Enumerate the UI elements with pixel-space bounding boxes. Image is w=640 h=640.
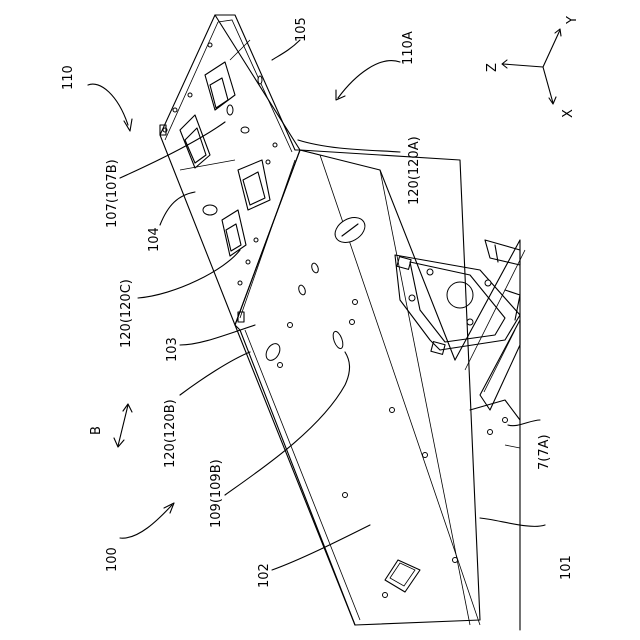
label-102: 102: [257, 563, 272, 588]
leader-120b: [180, 352, 250, 395]
leader-105: [272, 40, 300, 60]
axis-label-y: Y: [565, 16, 580, 25]
leader-102: [272, 525, 370, 570]
label-120c: 120(120C): [119, 279, 134, 348]
label-b: B: [89, 426, 104, 435]
bracket-assembly-7a: [395, 240, 520, 435]
label-103: 103: [165, 337, 180, 362]
leader-101: [480, 518, 545, 526]
label-120b: 120(120B): [163, 399, 178, 468]
leader-103: [180, 325, 255, 345]
label-110a: 110A: [401, 31, 416, 65]
leader-7a: [508, 420, 540, 426]
label-101: 101: [559, 555, 574, 580]
label-120a: 120(120A): [407, 136, 422, 205]
frame-beam: [160, 15, 480, 625]
leader-107: [120, 122, 225, 178]
direction-b-arrow: [114, 404, 132, 447]
label-7a: 7(7A): [537, 434, 552, 470]
label-104: 104: [147, 227, 162, 252]
reference-labels: 110 105 110A 120(120A) 107(107B) 104 120…: [61, 16, 580, 588]
axis-label-z: Z: [485, 63, 500, 72]
leader-110a: [338, 61, 400, 98]
label-105: 105: [294, 17, 309, 42]
leader-lines: [88, 40, 545, 570]
leader-100: [120, 505, 172, 538]
label-110: 110: [61, 65, 76, 90]
axis-label-x: X: [561, 109, 576, 118]
label-109: 109(109B): [209, 459, 224, 528]
label-100: 100: [105, 547, 120, 572]
axes-gizmo: [502, 29, 561, 104]
label-107: 107(107B): [105, 159, 120, 228]
leader-104: [160, 192, 195, 225]
leader-109: [225, 352, 350, 495]
leader-120c: [138, 250, 240, 298]
leader-120a: [298, 140, 400, 152]
leader-110: [88, 84, 128, 125]
